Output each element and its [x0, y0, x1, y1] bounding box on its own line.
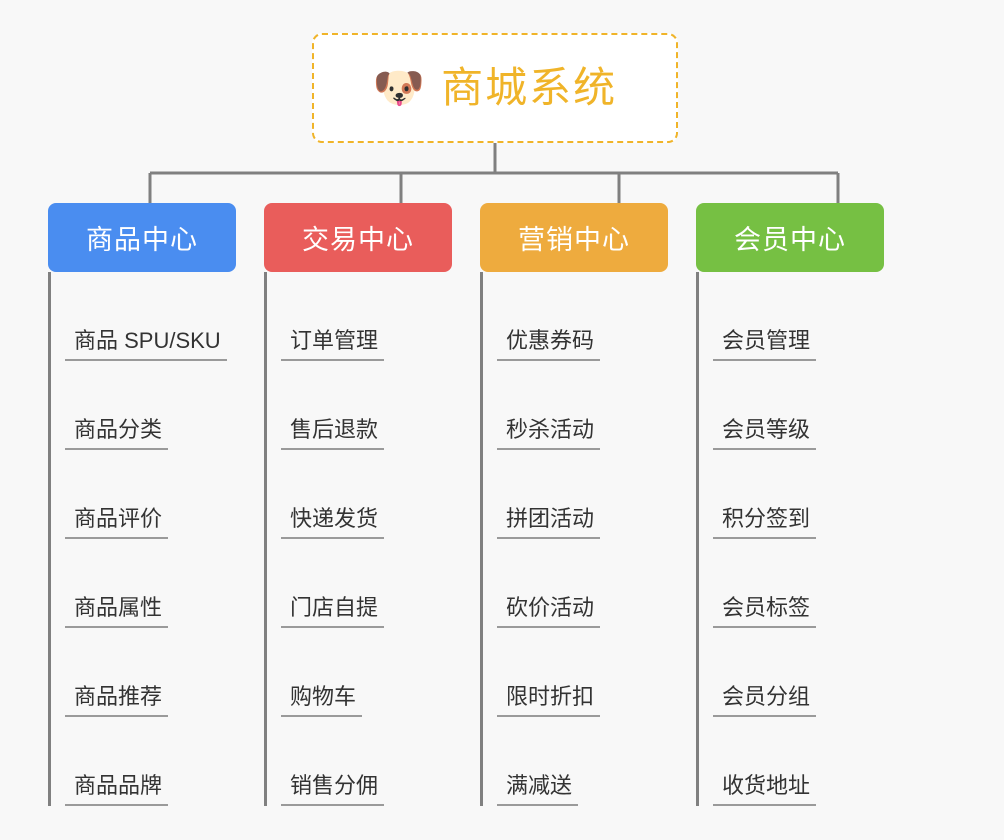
leaf-label: 商品评价: [65, 506, 169, 539]
leaf-label: 商品品牌: [65, 773, 169, 806]
leaf-item[interactable]: 优惠券码: [497, 272, 668, 361]
leaf-label: 会员分组: [713, 684, 817, 717]
branch-column-会员中心: 会员中心 会员管理 会员等级 积分签到 会员标签 会员分组 收货地址: [696, 203, 884, 806]
root-title: 商城系统: [441, 64, 618, 111]
dog-face-icon: 🐶: [372, 64, 426, 111]
leaf-label: 商品推荐: [65, 684, 169, 717]
leaf-label: 商品属性: [65, 595, 169, 628]
leaf-item[interactable]: 商品分类: [65, 361, 236, 450]
leaf-item[interactable]: 商品品牌: [65, 717, 236, 806]
branch-column-营销中心: 营销中心 优惠券码 秒杀活动 拼团活动 砍价活动 限时折扣 满减送: [480, 203, 668, 806]
leaf-list-4: 会员管理 会员等级 积分签到 会员标签 会员分组 收货地址: [696, 272, 884, 806]
leaf-label: 满减送: [497, 773, 579, 806]
leaf-item[interactable]: 购物车: [281, 628, 452, 717]
category-box-1[interactable]: 商品中心: [48, 203, 236, 272]
leaf-item[interactable]: 售后退款: [281, 361, 452, 450]
leaf-label: 会员等级: [713, 417, 817, 450]
category-box-4[interactable]: 会员中心: [696, 203, 884, 272]
leaf-label: 门店自提: [281, 595, 385, 628]
leaf-item[interactable]: 积分签到: [713, 450, 884, 539]
category-box-3[interactable]: 营销中心: [480, 203, 668, 272]
category-label-2: 交易中心: [302, 225, 414, 255]
leaf-item[interactable]: 会员标签: [713, 539, 884, 628]
category-box-2[interactable]: 交易中心: [264, 203, 452, 272]
leaf-label: 商品 SPU/SKU: [65, 328, 227, 361]
leaf-list-3: 优惠券码 秒杀活动 拼团活动 砍价活动 限时折扣 满减送: [480, 272, 668, 806]
leaf-item[interactable]: 商品评价: [65, 450, 236, 539]
leaf-label: 购物车: [281, 684, 363, 717]
leaf-item[interactable]: 满减送: [497, 717, 668, 806]
leaf-item[interactable]: 砍价活动: [497, 539, 668, 628]
leaf-label: 会员标签: [713, 595, 817, 628]
leaf-item[interactable]: 快递发货: [281, 450, 452, 539]
category-label-4: 会员中心: [734, 225, 846, 255]
leaf-item[interactable]: 门店自提: [281, 539, 452, 628]
leaf-item[interactable]: 拼团活动: [497, 450, 668, 539]
leaf-item[interactable]: 订单管理: [281, 272, 452, 361]
leaf-item[interactable]: 会员管理: [713, 272, 884, 361]
leaf-item[interactable]: 销售分佣: [281, 717, 452, 806]
leaf-label: 商品分类: [65, 417, 169, 450]
leaf-item[interactable]: 商品属性: [65, 539, 236, 628]
leaf-label: 销售分佣: [281, 773, 385, 806]
category-label-3: 营销中心: [518, 225, 630, 255]
leaf-item[interactable]: 收货地址: [713, 717, 884, 806]
leaf-item[interactable]: 会员等级: [713, 361, 884, 450]
leaf-item[interactable]: 商品推荐: [65, 628, 236, 717]
leaf-item[interactable]: 会员分组: [713, 628, 884, 717]
leaf-label: 售后退款: [281, 417, 385, 450]
root-node[interactable]: 🐶 商城系统: [312, 33, 678, 143]
leaf-label: 订单管理: [281, 328, 385, 361]
leaf-item[interactable]: 限时折扣: [497, 628, 668, 717]
branch-column-商品中心: 商品中心 商品 SPU/SKU 商品分类 商品评价 商品属性 商品推荐 商品品牌: [48, 203, 236, 806]
leaf-label: 快递发货: [281, 506, 385, 539]
leaf-label: 积分签到: [713, 506, 817, 539]
leaf-list-1: 商品 SPU/SKU 商品分类 商品评价 商品属性 商品推荐 商品品牌: [48, 272, 236, 806]
branch-column-交易中心: 交易中心 订单管理 售后退款 快递发货 门店自提 购物车 销售分佣: [264, 203, 452, 806]
category-label-1: 商品中心: [86, 225, 198, 255]
leaf-label: 砍价活动: [497, 595, 601, 628]
leaf-item[interactable]: 秒杀活动: [497, 361, 668, 450]
leaf-item[interactable]: 商品 SPU/SKU: [65, 272, 236, 361]
leaf-label: 收货地址: [713, 773, 817, 806]
leaf-label: 限时折扣: [497, 684, 601, 717]
branch-columns: 商品中心 商品 SPU/SKU 商品分类 商品评价 商品属性 商品推荐 商品品牌…: [0, 203, 1004, 806]
leaf-list-2: 订单管理 售后退款 快递发货 门店自提 购物车 销售分佣: [264, 272, 452, 806]
leaf-label: 拼团活动: [497, 506, 601, 539]
leaf-label: 秒杀活动: [497, 417, 601, 450]
leaf-label: 优惠券码: [497, 328, 601, 361]
leaf-label: 会员管理: [713, 328, 817, 361]
